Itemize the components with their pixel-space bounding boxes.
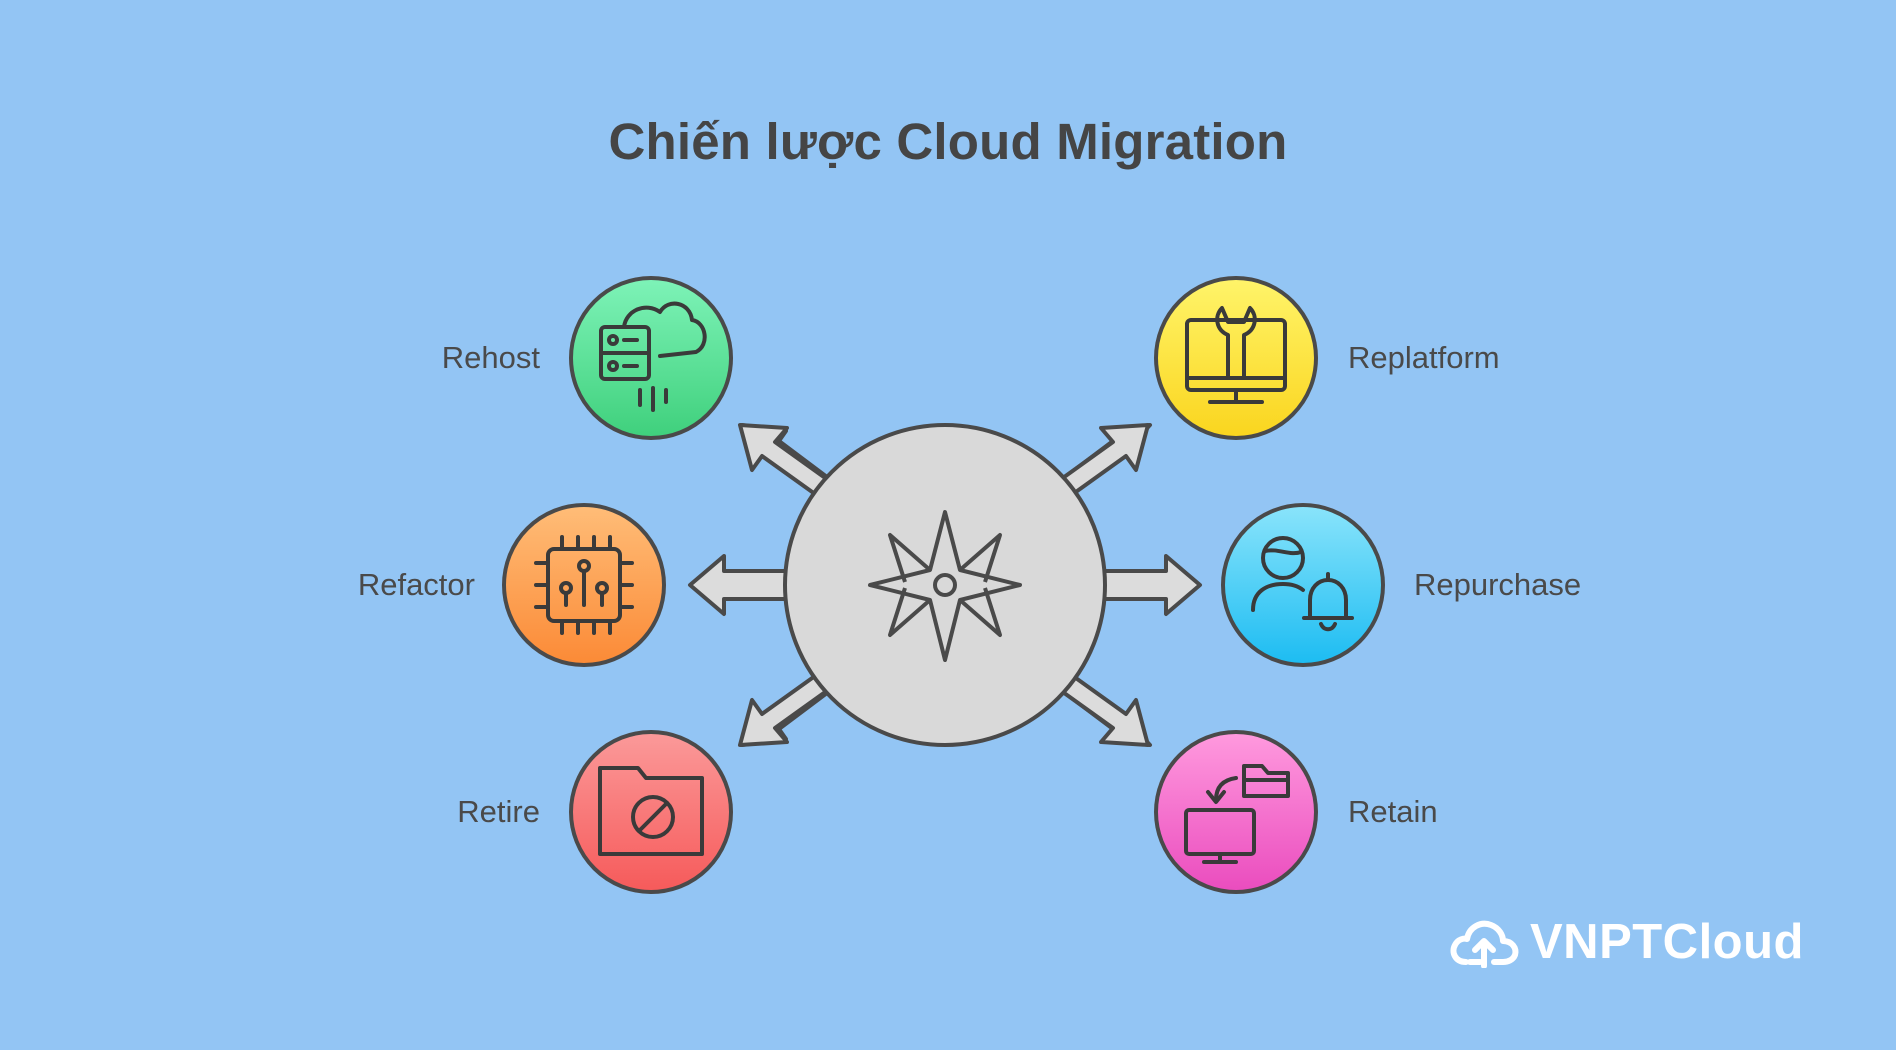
label-repurchase: Repurchase [1414,567,1582,602]
user-bell-icon [1251,536,1354,632]
cloud-upload-icon [1450,920,1519,968]
folder-blocked-icon [598,766,704,856]
replatform-node [1154,276,1318,440]
retire-node [569,730,733,894]
circuit-chip-icon [534,535,634,635]
hub-circle [783,423,1107,747]
brand-name: VNPTCloud [1530,915,1804,969]
arrow-head-upper-right [1058,423,1150,496]
server-cloud-icon [599,301,707,412]
repurchase-node [1221,503,1385,667]
arrow-head-lower-right [1058,674,1150,747]
brand-logo: VNPTCloud [1448,912,1804,972]
label-retain: Retain [1348,794,1438,829]
retain-node [1154,730,1318,894]
page-title: Chiến lược Cloud Migration [608,113,1288,170]
label-refactor: Refactor [357,567,475,602]
monitor-folder-icon [1184,764,1290,864]
monitor-wrench-icon [1185,306,1287,404]
compass-star-icon [868,510,1022,662]
label-rehost: Rehost [441,340,540,375]
rehost-node [569,276,733,440]
label-retire: Retire [457,794,540,829]
refactor-node [502,503,666,667]
label-replatform: Replatform [1348,340,1500,375]
